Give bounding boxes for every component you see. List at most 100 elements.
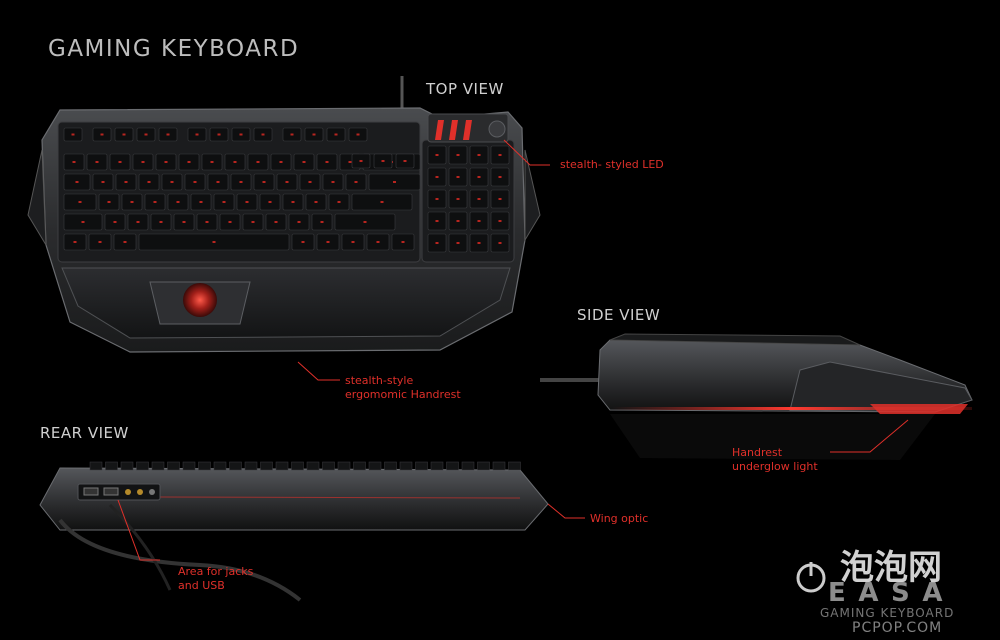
key-legend — [245, 201, 249, 203]
rear-key — [306, 461, 320, 471]
underglow — [612, 407, 972, 410]
jacks-callout-line1: Area for jacks — [178, 565, 254, 578]
key-legend — [477, 154, 481, 156]
rear-key — [322, 461, 335, 471]
watermark-gaming: GAMING KEYBOARD — [820, 606, 955, 620]
key-legend — [251, 221, 255, 223]
key-legend — [256, 161, 260, 163]
key-legend — [351, 241, 355, 243]
rear-key — [508, 461, 521, 471]
key-legend — [285, 181, 289, 183]
rear-key — [337, 461, 351, 471]
key-legend — [435, 242, 439, 244]
key-legend — [268, 201, 272, 203]
led-leader-line — [503, 139, 550, 166]
key-legend — [354, 181, 358, 183]
key-legend — [297, 221, 301, 223]
key-legend — [113, 221, 117, 223]
rear-key — [136, 461, 149, 471]
underglow-callout-line2: underglow light — [732, 460, 818, 473]
key-legend — [71, 133, 75, 136]
audio-jack — [149, 489, 155, 495]
handrest-callout-line1: stealth-style — [345, 374, 414, 387]
key-legend — [81, 221, 85, 223]
rear-key — [151, 461, 165, 471]
right-wing — [524, 149, 541, 242]
key-legend — [123, 241, 127, 243]
key-legend — [363, 221, 367, 223]
page-title: GAMING KEYBOARD — [48, 36, 300, 62]
key-legend — [376, 241, 380, 243]
rear-key — [229, 461, 242, 471]
key-legend — [301, 241, 305, 243]
watermark-site: PCPOP.COM — [852, 620, 943, 636]
usb-port — [83, 487, 99, 496]
key-legend — [498, 154, 502, 156]
key-legend — [75, 181, 79, 183]
wing-optic-callout: Wing optic — [590, 512, 649, 525]
key-legend — [164, 161, 168, 163]
cable — [58, 518, 302, 602]
logo-emblem — [488, 120, 506, 138]
power-icon — [796, 562, 826, 593]
jacks-callout-line2: and USB — [178, 579, 225, 592]
rear-key — [198, 461, 211, 471]
key-legend — [320, 221, 324, 223]
key-legend — [95, 161, 99, 163]
key-legend — [435, 176, 439, 178]
top-view-label: TOP VIEW — [426, 80, 504, 98]
rear-view-keyboard — [39, 461, 549, 602]
watermark-cn: 泡泡网 — [840, 548, 942, 588]
key-legend — [291, 201, 295, 203]
key-legend — [403, 160, 407, 162]
key-legend — [193, 181, 197, 183]
key-legend — [401, 241, 405, 243]
key-legend — [199, 201, 203, 203]
key-legend — [233, 161, 237, 163]
key-legend — [312, 133, 316, 136]
underglow-callout-line1: Handrest — [732, 446, 783, 459]
watermark-brand: E A S A — [828, 578, 945, 608]
key-legend — [498, 176, 502, 178]
rear-key — [368, 461, 382, 471]
side-keys — [609, 333, 861, 346]
rear-keys — [89, 461, 521, 471]
key-legend — [72, 161, 76, 163]
key-legend — [239, 181, 243, 183]
rear-key — [275, 461, 289, 471]
side-view-label: SIDE VIEW — [577, 306, 661, 324]
rear-key — [430, 461, 444, 471]
rear-key — [182, 461, 196, 471]
rear-key — [399, 461, 413, 471]
key-legend — [477, 198, 481, 200]
key-legend — [334, 133, 338, 136]
key-legend — [261, 133, 265, 136]
left-wing — [27, 149, 47, 246]
key-legend — [477, 220, 481, 222]
key-legend — [381, 160, 385, 162]
reflection — [610, 414, 935, 460]
glowing-logo-icon — [183, 283, 217, 317]
audio-jack — [125, 489, 131, 495]
key-legend — [356, 133, 360, 136]
rear-key — [105, 461, 118, 471]
key-legend — [216, 181, 220, 183]
top-view-keyboard — [27, 76, 541, 353]
wing-optic-leader-line — [547, 503, 585, 519]
key-legend — [326, 241, 330, 243]
rear-key — [213, 461, 227, 471]
key-legend — [228, 221, 232, 223]
key-legend — [359, 160, 363, 162]
key-legend — [498, 198, 502, 200]
key-legend — [456, 198, 460, 200]
handrest — [61, 267, 511, 339]
key-legend — [274, 221, 278, 223]
key-legend — [477, 176, 481, 178]
key-legend — [195, 133, 199, 136]
handrest-leader-line — [297, 361, 340, 381]
key-legend — [456, 176, 460, 178]
rear-key — [120, 461, 134, 471]
key-legend — [314, 201, 318, 203]
key-legend — [130, 201, 134, 203]
key-legend — [153, 201, 157, 203]
